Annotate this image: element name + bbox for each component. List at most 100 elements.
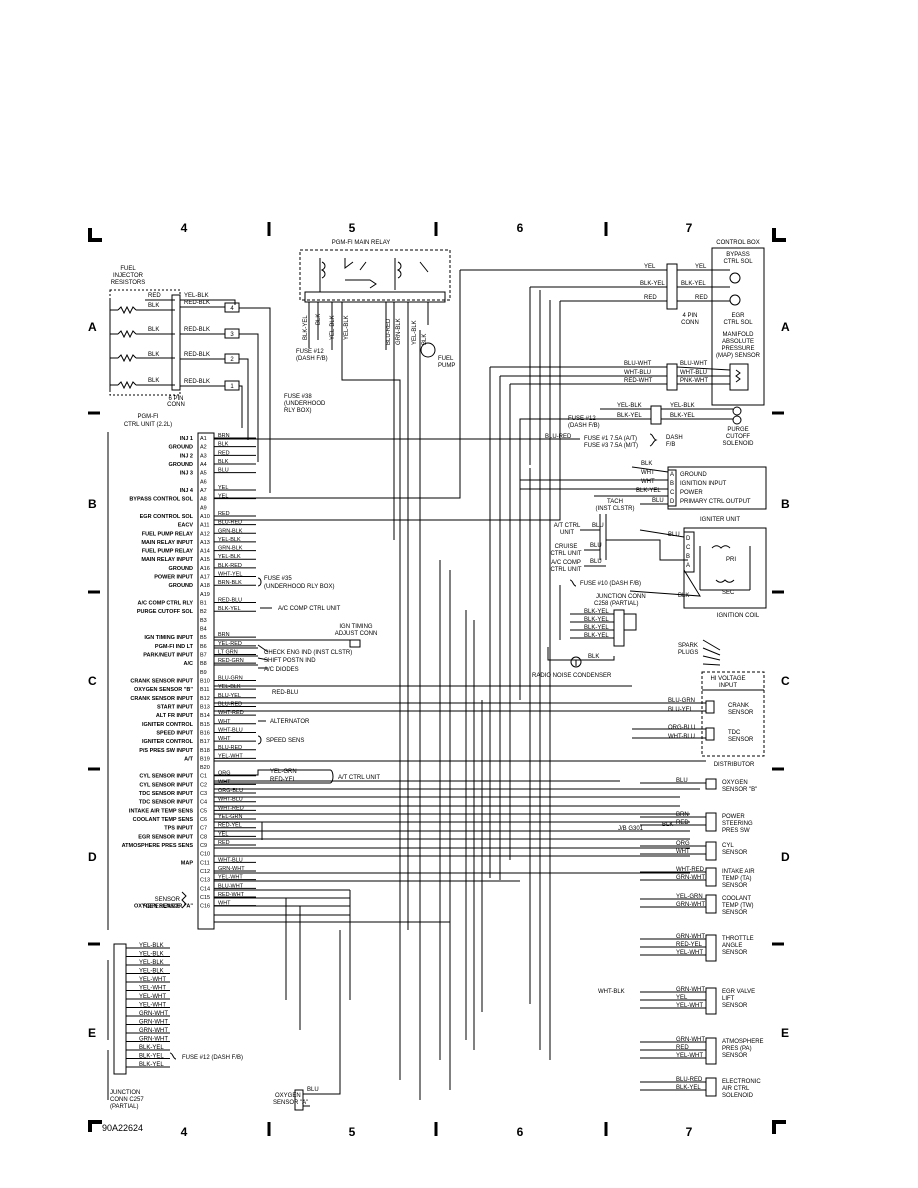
sensor-name: SENSOR — [722, 910, 748, 916]
sensor-wire: GRN-WHT — [676, 987, 705, 993]
cb-wire-out: WHT-BLU — [680, 370, 707, 376]
ecu-pin-id: C16 — [200, 904, 210, 910]
svg-text:WHT: WHT — [641, 479, 655, 485]
jc257-wire: YEL-WHT — [139, 977, 166, 983]
grid-row-left: C — [88, 674, 97, 688]
svg-text:SENSOR: SENSOR — [155, 897, 181, 903]
ecu-pin-wire: RED-YEL — [218, 823, 242, 829]
sensor-name: COOLANT — [722, 896, 751, 902]
svg-text:SEC: SEC — [722, 590, 735, 596]
ecu-pin-id: A7 — [200, 488, 207, 494]
svg-text:CONN C257: CONN C257 — [110, 1097, 144, 1103]
svg-text:ADJUST CONN: ADJUST CONN — [335, 631, 378, 637]
ecu-pin-id: C14 — [200, 886, 210, 892]
ecu-pin-wire: YEL — [218, 485, 228, 491]
ecu-pin-id: C6 — [200, 817, 207, 823]
svg-text:BLK-YEL: BLK-YEL — [636, 488, 661, 494]
ecu-pin-id: B13 — [200, 704, 210, 710]
ecu-pin-name: PARK/NEUT INPUT — [143, 653, 193, 659]
sensor-wire: YEL-GRN — [676, 894, 703, 900]
ecu-pin-wire: BLU-YEL — [218, 693, 241, 699]
ecu-pin-name: A/C — [184, 661, 194, 667]
ecu-pin-wire: YEL-RED — [218, 641, 242, 647]
svg-text:A/T CTRL: A/T CTRL — [554, 523, 581, 529]
sensor-name: PRES (PA) — [722, 1046, 752, 1052]
sensor-wire: RED-YEL — [676, 942, 703, 948]
svg-text:TACH: TACH — [607, 499, 623, 505]
svg-text:ORG-BLU: ORG-BLU — [668, 725, 695, 731]
svg-text:FUSE #35: FUSE #35 — [264, 576, 292, 582]
ecu-pin-id: B11 — [200, 687, 209, 693]
grid-row-left: B — [88, 497, 97, 511]
svg-text:YEL-BLK: YEL-BLK — [670, 403, 695, 409]
ecu-pin-id: C5 — [200, 808, 207, 814]
ecu-pin-name: MAIN RELAY INPUT — [141, 540, 193, 546]
ecu-pin-id: B2 — [200, 609, 207, 615]
svg-text:ABSOLUTE: ABSOLUTE — [722, 339, 754, 345]
igniter-pin-label: IGNITION INPUT — [680, 481, 727, 487]
sensor-name: POWER — [722, 814, 745, 820]
jc257-wire: YEL-BLK — [139, 943, 164, 949]
ecu-pin-id: C12 — [200, 869, 210, 875]
injector-wire-out: RED-BLK — [184, 300, 210, 306]
sensor-name: SENSOR — [722, 1053, 748, 1059]
injector-wire-out: YEL-BLK — [184, 293, 209, 299]
ecu-pin-id: C9 — [200, 843, 207, 849]
svg-text:CTRL UNIT: CTRL UNIT — [550, 567, 581, 573]
svg-text:YEL-GRN: YEL-GRN — [270, 769, 297, 775]
igniter-pin: B — [686, 554, 690, 560]
jc257-wire: BLK-YEL — [139, 1054, 164, 1060]
purge-cutoff-solenoid: YEL-BLK BLK-YEL YEL-BLK BLK-YEL PURGE CU… — [214, 403, 754, 700]
svg-text:A/T CTRL UNIT: A/T CTRL UNIT — [338, 775, 380, 781]
svg-text:FUSE #38: FUSE #38 — [284, 394, 312, 400]
ecu-pin-wire: BLK-YEL — [218, 606, 241, 612]
svg-text:SPEED SENS: SPEED SENS — [266, 738, 304, 744]
sensor-wire: WHT — [676, 849, 690, 855]
sensor-name: LIFT — [722, 996, 735, 1002]
sensor-wire: BLK-YEL — [676, 1085, 701, 1091]
svg-text:6 PIN: 6 PIN — [168, 396, 183, 402]
svg-text:4 PIN: 4 PIN — [682, 313, 697, 319]
ecu-pin-wire: YEL-GRN — [218, 814, 242, 820]
ecu-pin-name: A/T — [184, 756, 194, 762]
ecu-pin-name: SPEED INPUT — [156, 730, 193, 736]
ecu-pin-id: A13 — [200, 540, 210, 546]
ecu-pin-id: A9 — [200, 505, 207, 511]
injector-wire-in: BLK — [148, 378, 159, 384]
sensor-wire: ORG — [676, 841, 690, 847]
svg-text:PURGE: PURGE — [727, 427, 748, 433]
cb-wire-in: BLU-WHT — [624, 361, 652, 367]
svg-text:BLK: BLK — [641, 461, 652, 467]
svg-text:FUEL: FUEL — [438, 356, 454, 362]
svg-text:FUSE #12: FUSE #12 — [296, 349, 324, 355]
svg-text:RESISTORS: RESISTORS — [111, 280, 146, 286]
ecu-pin-wire: BLU-RED — [218, 520, 242, 526]
ecu-pin-name: P/S PRES SW INPUT — [139, 748, 193, 754]
grid-col-top: 5 — [349, 221, 356, 235]
ecu-pin-id: B15 — [200, 722, 210, 728]
ecu-pin-id: B9 — [200, 670, 207, 676]
sensor-wire: BLU-RED — [676, 1077, 703, 1083]
svg-text:BLK: BLK — [588, 654, 599, 660]
sensor-name: STEERING — [722, 821, 753, 827]
ecu-pin-name: A/C COMP CTRL RLY — [137, 601, 193, 607]
ecu-callouts: FUSE #35 (UNDERHOOD RLY BOX) A/C COMP CT… — [214, 576, 380, 784]
ecu-pin-name: INJ 2 — [180, 453, 193, 459]
sensor-name: SENSOR — [722, 950, 748, 956]
ecu-pin-wire: YEL — [218, 831, 228, 837]
